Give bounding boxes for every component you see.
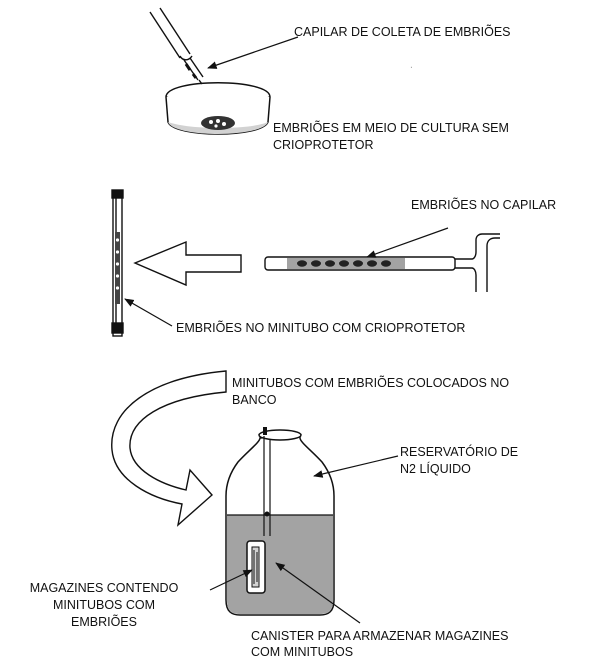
arrow-embrioes-capilar — [366, 227, 449, 258]
arrow-embrioes-minitubo — [124, 298, 173, 327]
label-canister-line2: COM MINITUBOS — [251, 645, 353, 659]
vertical-minitube — [111, 189, 124, 337]
label-canister-line1: CANISTER PARA ARMAZENAR MAGAZINES — [251, 629, 508, 643]
dot-mark: ˈ — [410, 66, 412, 74]
label-embrioes-minitubo: EMBRIÕES NO MINITUBO COM CRIOPROTETOR — [176, 320, 465, 335]
label-reservatorio-line1: RESERVATÓRIO DE — [400, 444, 518, 459]
label-magazines-line2: MINITUBOS COM — [53, 598, 155, 612]
label-minitubos-banco-line2: BANCO — [232, 393, 277, 407]
arrow-capilar-coleta — [207, 36, 299, 69]
label-capilar-coleta: CAPILAR DE COLETA DE EMBRIÕES — [294, 24, 511, 39]
nitrogen-reservoir — [225, 427, 335, 616]
label-embrioes-capilar: EMBRIÕES NO CAPILAR — [411, 197, 556, 212]
arrow-canister — [275, 562, 361, 624]
capillary-with-embryos — [264, 233, 500, 292]
hollow-arrow-left — [133, 240, 242, 287]
culture-dish — [165, 82, 271, 135]
arrow-magazines — [209, 569, 253, 591]
label-reservatorio-line2: N2 LÍQUIDO — [400, 461, 471, 476]
arrow-reservatorio — [313, 455, 399, 478]
label-minitubos-banco-line1: MINITUBOS COM EMBRIÕES COLOCADOS NO — [232, 375, 509, 390]
label-magazines-line3: EMBRIÕES — [71, 614, 137, 629]
label-embrioes-meio-line2: CRIOPROTETOR — [273, 138, 373, 152]
label-magazines-line1: MAGAZINES CONTENDO — [30, 581, 179, 595]
collection-capillary — [149, 7, 204, 85]
label-embrioes-meio-line1: EMBRIÕES EM MEIO DE CULTURA SEM — [273, 120, 509, 135]
curved-hollow-arrow — [111, 370, 227, 527]
